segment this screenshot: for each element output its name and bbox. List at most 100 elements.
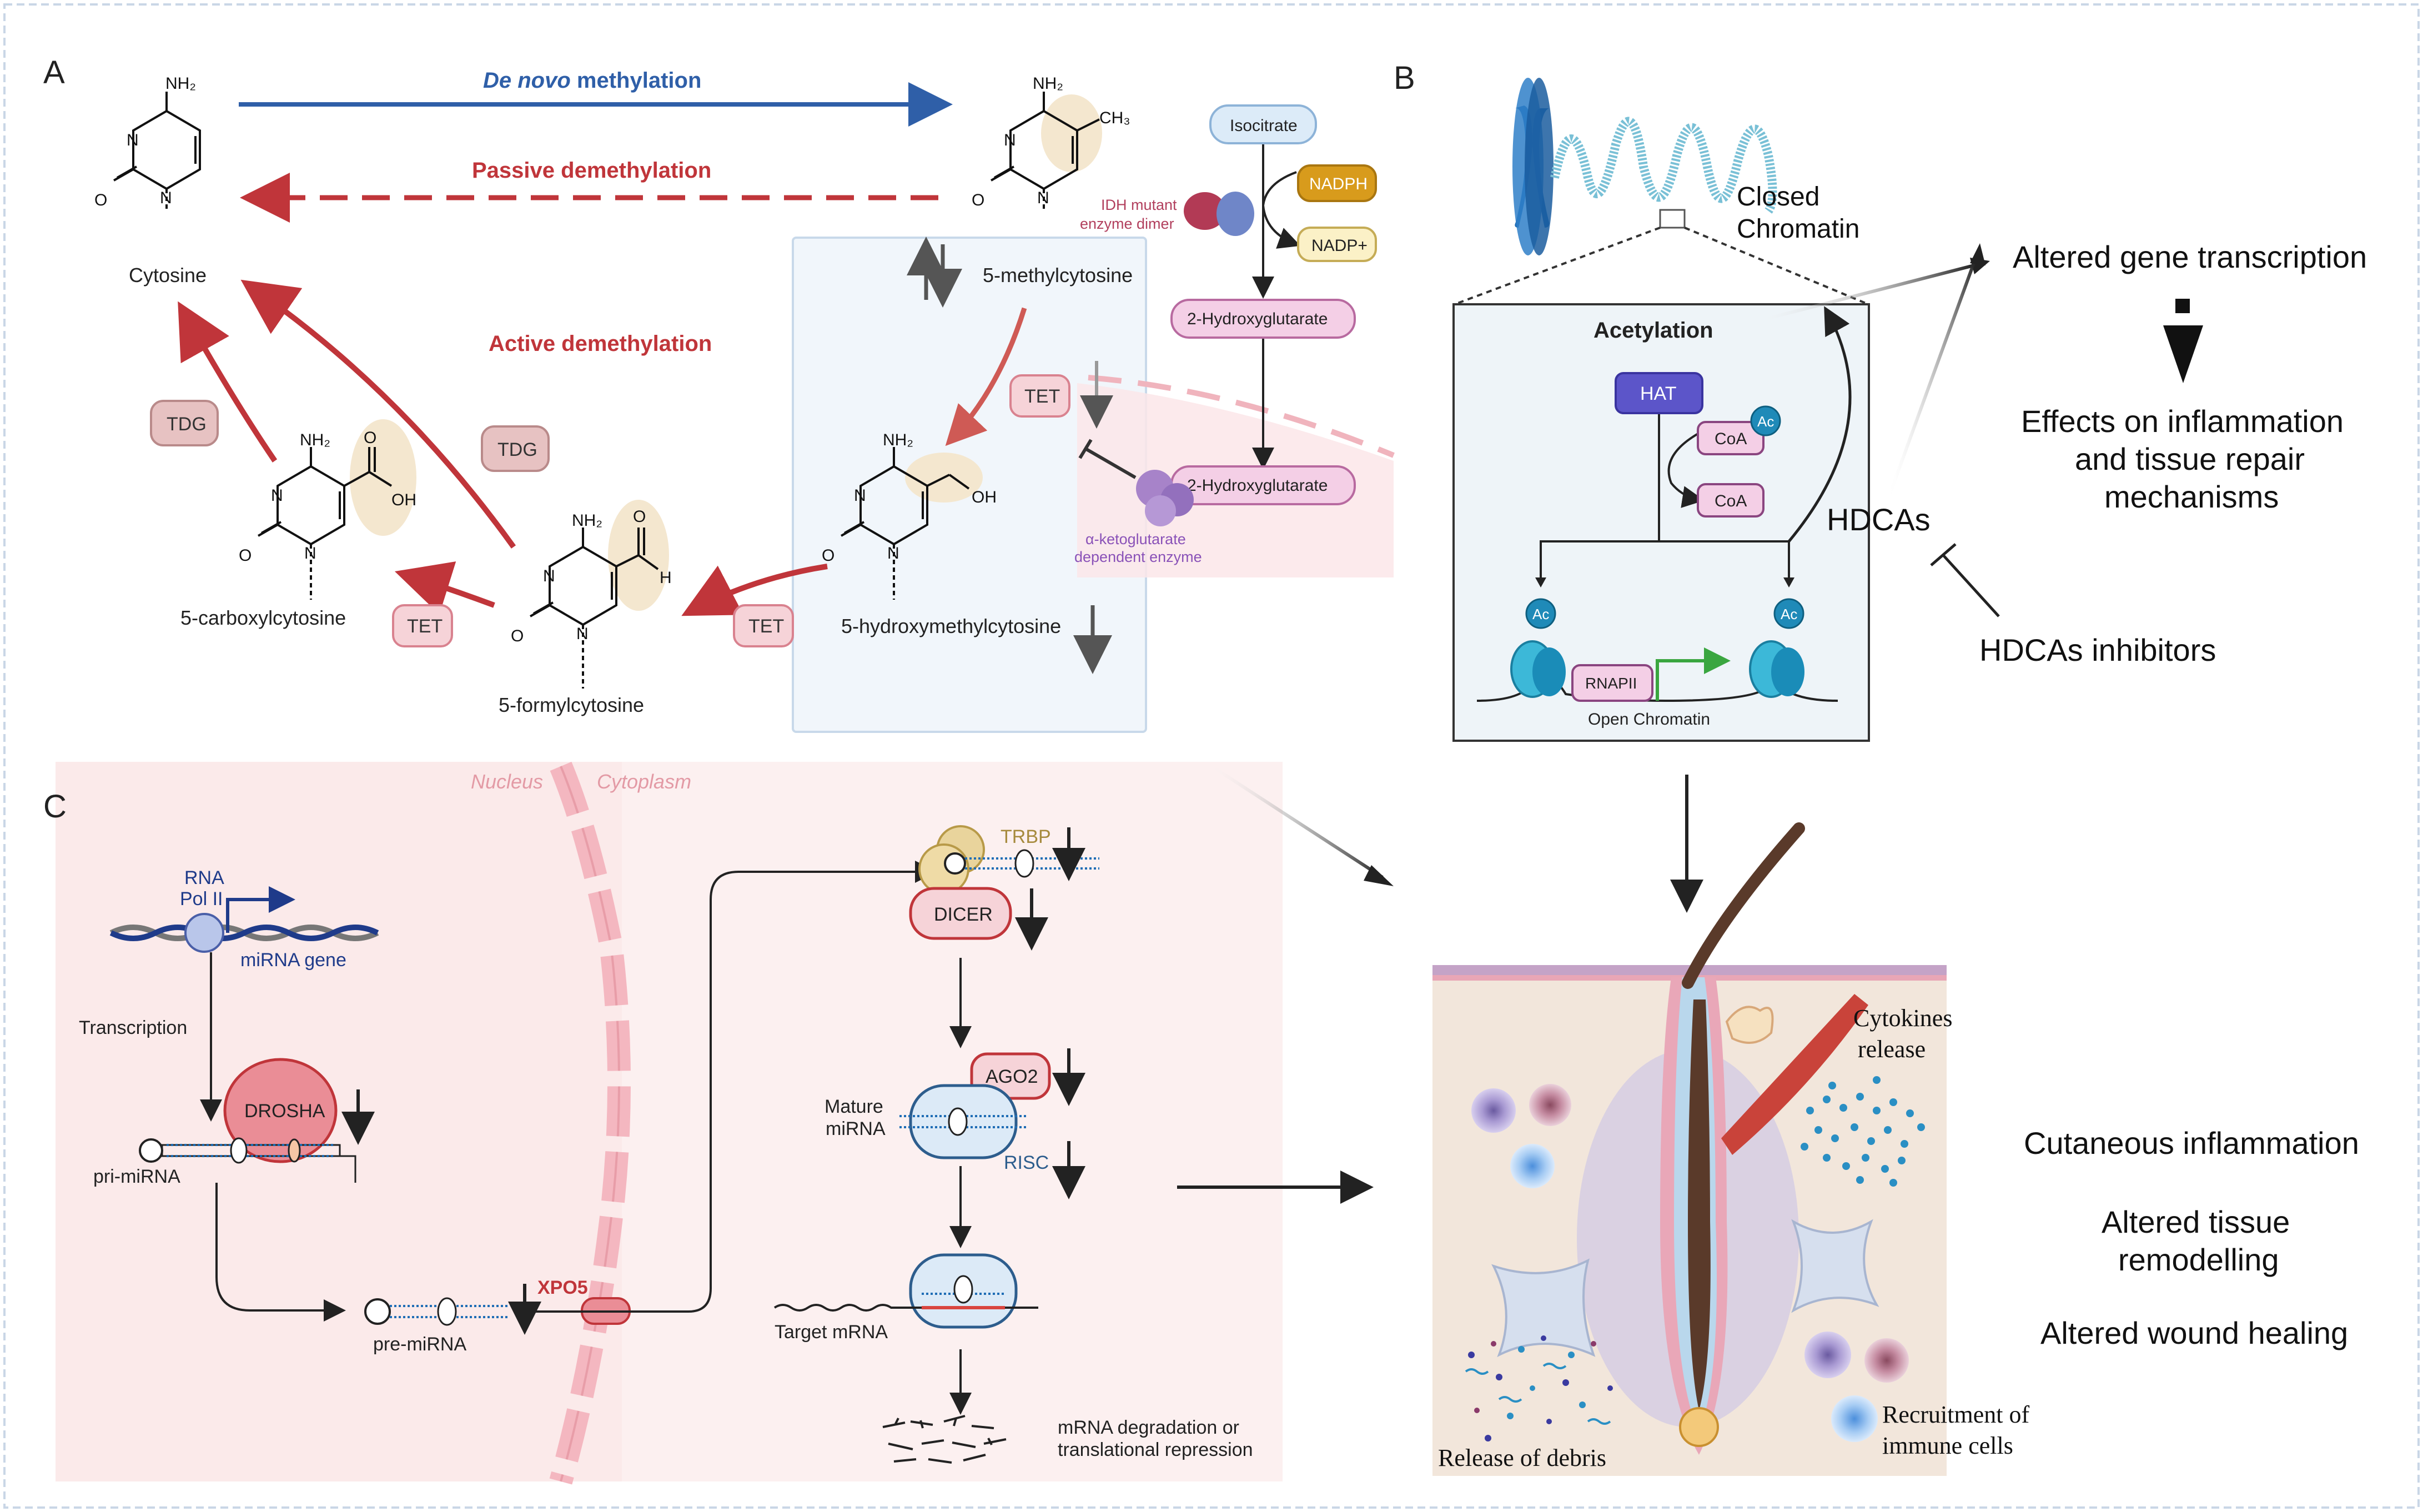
pri-mirna-bulge [230,1137,248,1164]
hair-above-skin [1682,822,1805,989]
degradation-fragments [882,1415,1007,1464]
methylcytosine-o: O [972,191,984,209]
hydroxymethylcytosine-label: 5-hydroxymethylcytosine [841,615,1061,637]
carboxyl-n1: N [304,544,316,562]
idh-enzyme-line2: enzyme dimer [1080,215,1174,232]
xpo5-label: XPO5 [537,1277,588,1298]
closed-chromatin-line2: Chromatin [1737,214,1859,244]
hg-pill-2-label: 2-Hydroxyglutarate [1187,476,1328,495]
nadp-pill [1297,227,1377,262]
zoom-line-right [1684,227,1869,305]
hdcas-inhibitors-label: HDCAs inhibitors [1979,632,2216,667]
passive-label: Passive demethylation [472,158,711,183]
formyl-o: O [633,508,646,526]
tet-pill-2-label: TET [748,616,784,637]
carboxyl-oh: OH [391,491,416,509]
panel-c-label: C [43,788,67,825]
trbp-label: TRBP [1001,826,1051,847]
tet-oxidation-arrow-1 [945,307,1027,446]
formyl-h: H [660,569,672,587]
hydroxymethyl-oh: OH [972,488,997,506]
hdcas-inhibitor-line [1942,554,2000,617]
immune-cell-3 [1510,1144,1555,1188]
acetylation-out-arrow-shaft [1753,264,1974,324]
chromatin-zoom-box [1659,209,1686,229]
altered-transcription-label: Altered gene transcription [2013,239,2367,274]
isocitrate-pill [1209,104,1317,144]
fibroblast-left [1491,1258,1596,1358]
tdg-pill-1 [150,400,219,446]
pri-mirna-tail [340,1155,356,1183]
hdcas-arrow [1788,306,1852,542]
carboxylcytosine-structure [258,419,416,600]
debris-label: Release of debris [1438,1444,1606,1471]
open-chromatin-label: Open Chromatin [1588,710,1710,729]
methylcytosine-label: 5-methylcytosine [983,264,1133,287]
methylation-to-skin-arrow-head [1364,865,1394,886]
dicer-enzyme [909,887,1012,940]
ac-badge-top [1750,405,1781,436]
rnapii-label: RNAPII [1585,675,1637,692]
hdcas-label: HDCAs [1827,502,1931,537]
mirna-gene-label: miRNA gene [240,950,346,971]
hdcas-out-arrow-head [1970,243,1985,265]
mature-line2: miRNA [826,1118,886,1139]
methylcytosine-structure [991,92,1102,211]
ac-badge-left-label: Ac [1532,606,1549,622]
pri-mirna-label: pri-miRNA [93,1166,180,1187]
tet-oxidation-arrow-2 [681,564,828,616]
transcription-label: Transcription [79,1017,187,1038]
nadph-cycle-arrow [1261,171,1301,249]
formylcytosine-label: 5-formylcytosine [499,694,644,716]
hg-pill-1-label: 2-Hydroxyglutarate [1187,310,1328,328]
hydroxymethylcytosine-structure [841,447,983,600]
methylcytosine-n1: N [1037,189,1049,207]
formyl-n3: N [543,567,555,585]
tdg-arrow-1 [178,301,278,463]
nuclear-envelope-edge [560,766,620,1482]
cytosine-structure [113,92,201,211]
ac-badge-right [1773,598,1804,629]
immune-cell-5 [1864,1338,1909,1383]
hg-pill-1 [1170,299,1356,339]
hydroxymethyl-n3: N [854,486,866,505]
branch-tip-right [1783,577,1794,587]
carboxyl-nh2: NH₂ [300,431,330,449]
skin-section: Cytokines release Recruitment of immune … [1432,822,2029,1476]
nucleosome-right-core [1771,647,1804,696]
effects-line3: mechanisms [2104,479,2279,514]
panel-a-label: A [43,54,65,91]
dicer-label: DICER [934,904,993,925]
coa-label: CoA [1715,492,1747,510]
hydroxymethyl-o: O [822,546,835,565]
immune-cell-1 [1471,1088,1516,1133]
formyl-n1: N [576,625,589,643]
mature-mirna-bulge [948,1107,968,1136]
rna-pol-line2: Pol II [180,888,223,910]
carboxylcytosine-label: 5-carboxylcytosine [180,606,346,629]
de-novo-rest: methylation [571,68,702,93]
cytoplasm-label: Cytoplasm [597,770,691,793]
pri-mirna-bulge-2 [288,1138,301,1163]
hair-shaft [1688,999,1711,1410]
wound-healing-label: Altered wound healing [2040,1315,2348,1350]
drosha-enzyme [223,1058,338,1163]
cytokine-dots [1801,1076,1925,1187]
pri-mirna-basepairs [167,1144,333,1157]
effects-line2: and tissue repair [2075,441,2305,476]
tet-pill-2 [733,604,794,647]
hat-branch [1540,540,1790,577]
ac-badge-left [1525,598,1556,629]
target-mrna-label: Target mRNA [775,1322,888,1343]
nadp-label: NADP+ [1311,237,1368,255]
degradation-line2: translational repression [1058,1439,1253,1460]
gene-start-arrow [226,886,295,933]
isocitrate-label: Isocitrate [1230,117,1298,135]
methylcytosine-ch3: CH₃ [1099,109,1130,127]
hat-label: HAT [1640,383,1676,404]
carboxyl-o: O [364,429,376,447]
nucleus-membrane [1088,375,1395,458]
nucleosome-left-core [1532,647,1566,696]
tet-oxidation-arrow-3 [394,561,495,615]
